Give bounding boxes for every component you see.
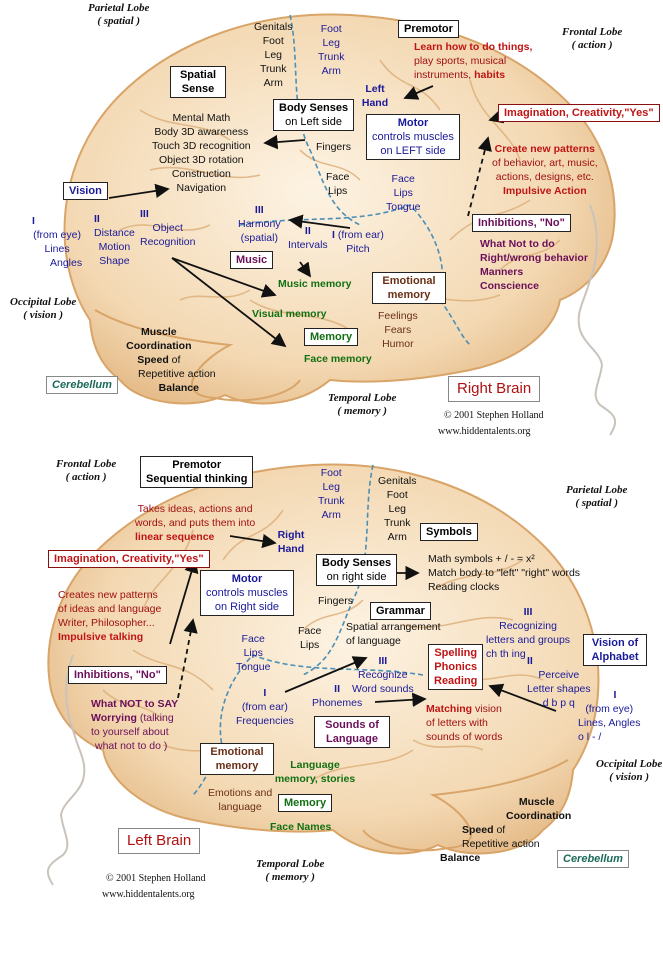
credit-website: www.hiddentalents.org (102, 889, 195, 900)
right-brain-title: Right Brain (448, 376, 541, 402)
right-hand-label: Right Hand (277, 529, 305, 555)
vision-stage-2: II Perceive Letter shapes d b p q (527, 655, 591, 709)
vision-of-alphabet-box: Vision of Alphabet (583, 634, 647, 666)
premotor-box: Premotor (398, 20, 459, 38)
premotor-box: Premotor Sequential thinking (140, 456, 254, 488)
spatial-arrangement: Spatial arrangement of language (346, 621, 441, 647)
cerebellum-functions: Muscle Coordination Speed of Repetitive … (440, 796, 572, 864)
temporal-lobe-label: Temporal Lobe ( memory ) (256, 858, 325, 883)
pitch-label: I (from ear) Pitch (332, 229, 384, 255)
math-functions: Math symbols + / - = x² Match body to "l… (428, 553, 581, 593)
harmony-label: III Harmony(spatial) (238, 204, 281, 244)
left-brain-title: Left Brain (118, 828, 201, 854)
matching-description: Matching vision of letters with sounds o… (426, 703, 503, 743)
grammar-box: Grammar (370, 602, 431, 620)
symbols-box: Symbols (420, 523, 478, 541)
inhibitions-description: What Not to do Right/wrong behavior Mann… (480, 238, 588, 292)
cerebellum-box: Cerebellum (557, 850, 629, 868)
vision-box: Vision (63, 182, 108, 200)
phonemes-label: II Phonemes (312, 683, 363, 709)
occipital-lobe-label: Occipital Lobe ( vision ) (10, 296, 76, 322)
frontal-lobe-label: Frontal Lobe ( action ) (562, 26, 622, 52)
lobe-role: ( action ) (571, 39, 613, 51)
parietal-lobe-label: Parietal Lobe ( spatial ) (566, 484, 628, 509)
lobe-role: ( memory ) (337, 405, 387, 417)
imagination-description: Create new patterns of behavior, art, mu… (492, 143, 598, 197)
spatial-sense-box: Spatial Sense (170, 66, 226, 98)
lobe-role: ( vision ) (23, 309, 64, 321)
credit-website: www.hiddentalents.org (438, 426, 531, 437)
occipital-lobe-label: Occipital Lobe ( vision ) (596, 758, 663, 783)
fingers-label: Fingers (316, 141, 352, 153)
visual-memory-label: Visual memory (252, 308, 327, 320)
cerebellum-functions: Muscle Coordination Speed of Repetitive … (126, 326, 216, 394)
imagination-box: Imagination, Creativity,"Yes" (48, 550, 210, 568)
credit-copyright: © 2001 Stephen Holland (444, 410, 544, 421)
lobe-name: Parietal Lobe (88, 2, 150, 14)
intervals-label: II Intervals (288, 225, 328, 251)
frontal-lobe-label: Frontal Lobe ( action ) (56, 458, 117, 483)
language-memory-label: Language memory, stories (274, 759, 356, 785)
music-box: Music (230, 251, 274, 269)
body-senses-box: Body Senses on Left side (273, 99, 355, 131)
recognize-sounds: III Recognize Word sounds (352, 655, 414, 695)
what-not-to-say: What NOT to SAY Worrying (talking to you… (91, 698, 179, 752)
left-hand-label: Left Hand (361, 83, 389, 109)
fingers-label: Fingers (318, 595, 354, 607)
face-names-label: Face Names (270, 821, 332, 833)
vision-stage-3: III Recognizing letters and groups ch th… (486, 606, 571, 660)
memory-box: Memory (304, 328, 359, 346)
motor-box: Motor controls muscles on Right side (200, 570, 294, 616)
emotional-memory-box: Emotional memory (372, 272, 446, 304)
credit-copyright: © 2001 Stephen Holland (106, 873, 206, 884)
right-brain-panel: Parietal Lobe ( spatial ) Frontal Lobe (… (0, 0, 663, 445)
music-memory-label: Music memory (278, 278, 352, 290)
body-senses-box: Body Senses on right side (316, 554, 398, 586)
lobe-name: Frontal Lobe (562, 26, 623, 38)
temporal-lobe-label: Temporal Lobe ( memory ) (328, 392, 396, 418)
cerebellum-box: Cerebellum (46, 376, 118, 394)
lobe-role: ( spatial ) (97, 15, 141, 27)
face-memory-label: Face memory (304, 353, 372, 365)
inhibitions-box: Inhibitions, "No" (472, 214, 571, 232)
left-brain-panel: Frontal Lobe ( action ) Parietal Lobe ( … (0, 448, 663, 910)
vision-stage-1: I (from eye) Lines, Angles o l - / (578, 689, 641, 743)
parietal-lobe-label: Parietal Lobe ( spatial ) (88, 2, 149, 28)
lobe-name: Occipital Lobe (10, 296, 77, 308)
lobe-name: Temporal Lobe (328, 392, 397, 404)
imagination-box: Imagination, Creativity,"Yes" (498, 104, 660, 122)
ear-frequencies: I (from ear) Frequencies (236, 687, 294, 727)
premotor-description: Learn how to do things, play sports, mus… (414, 41, 533, 81)
premotor-description: Takes ideas, actions and words, and puts… (135, 503, 256, 543)
imagination-description: Creates new patterns of ideas and langua… (58, 589, 162, 643)
inhibitions-box: Inhibitions, "No" (68, 666, 167, 684)
motor-box: Motor controls muscles on LEFT side (366, 114, 460, 160)
sounds-of-language-box: Sounds of Language (314, 716, 390, 748)
emotional-memory-box: Emotional memory (200, 743, 274, 775)
memory-box: Memory (278, 794, 333, 812)
